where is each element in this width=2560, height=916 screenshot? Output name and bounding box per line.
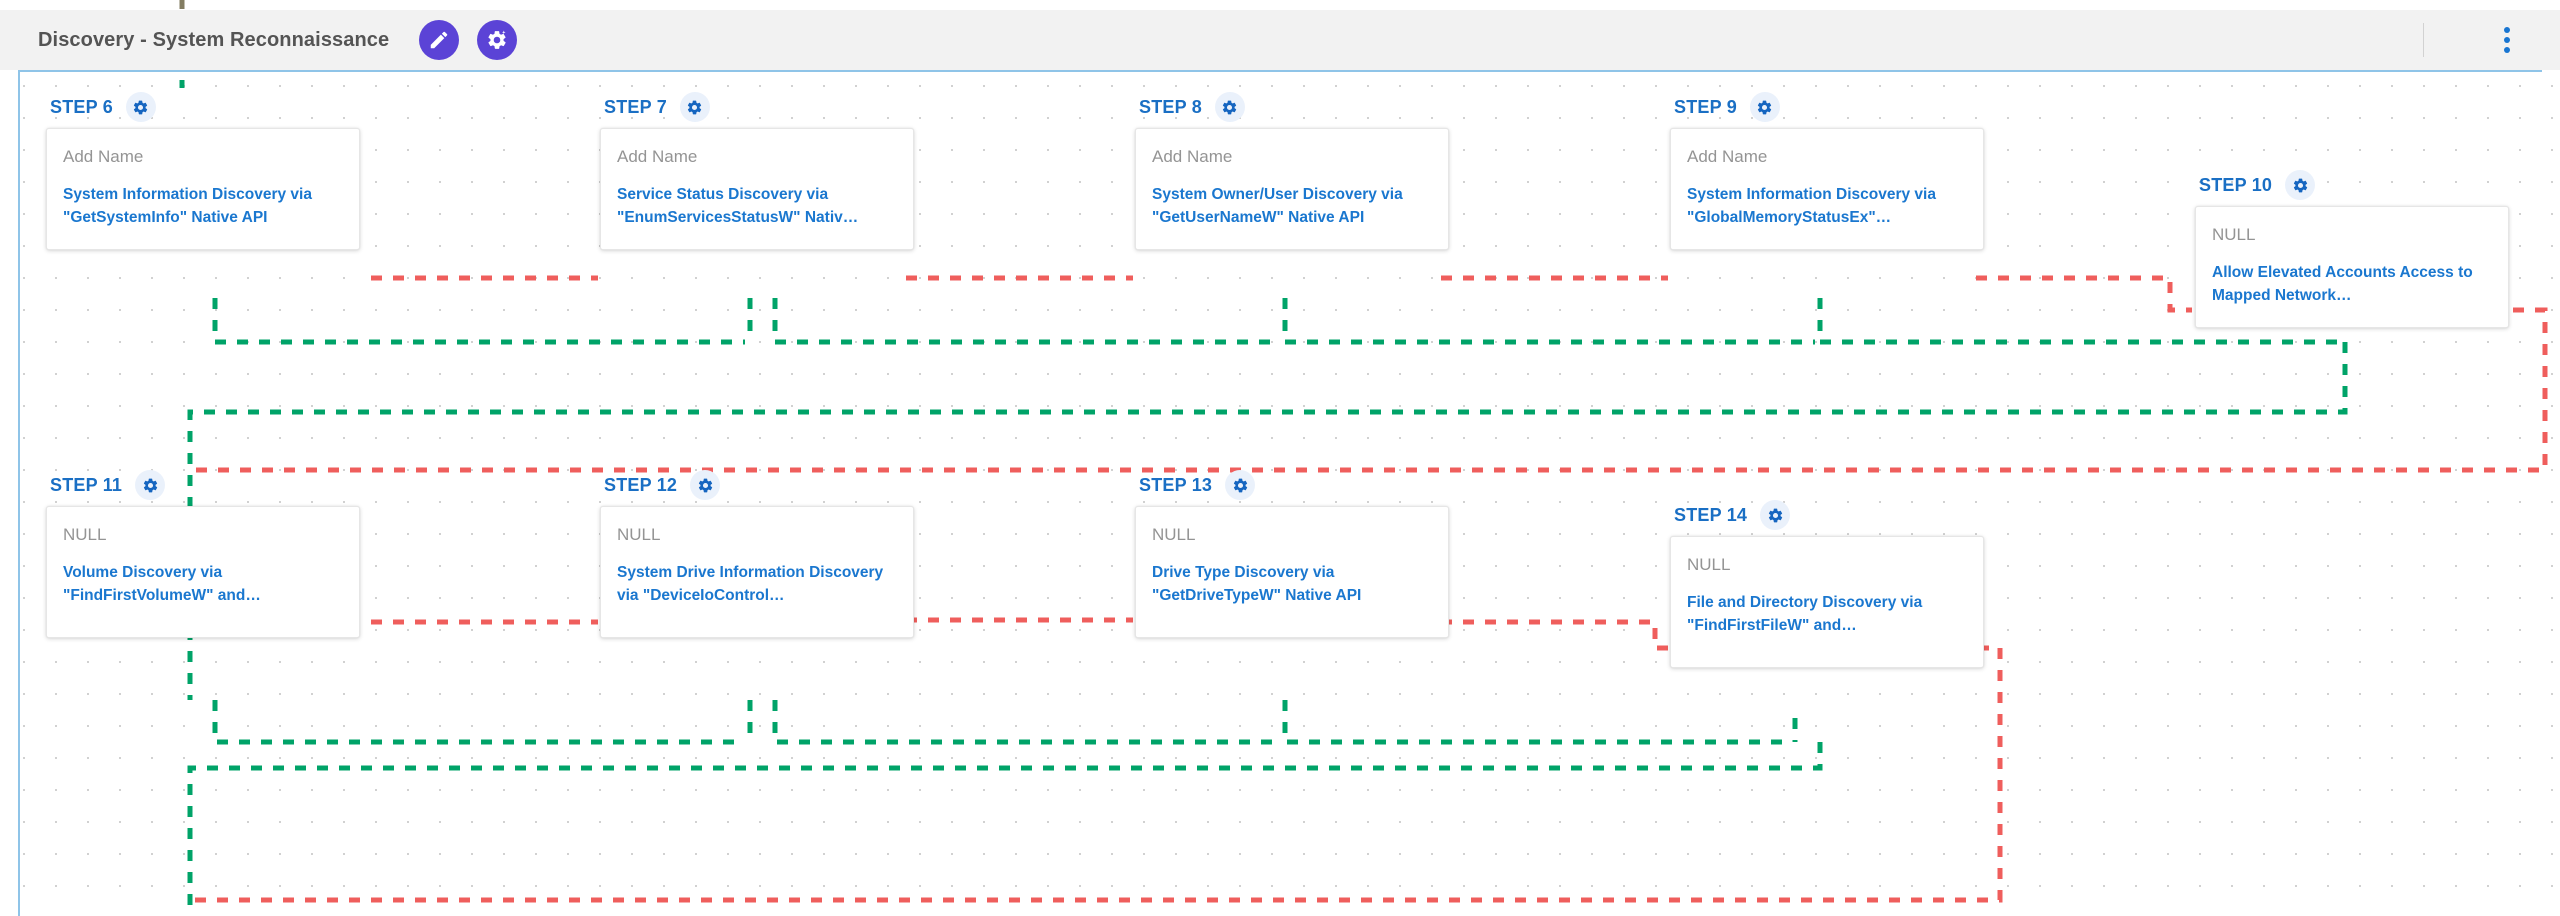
step-11-label: STEP 11 [50,474,123,495]
node-step-8[interactable]: STEP 8 Add Name System Owner/User Discov… [1135,92,1449,251]
step-6-card[interactable]: Add Name System Information Discovery vi… [46,128,360,251]
step-9-description: System Information Discovery via "Global… [1687,186,1936,226]
step-12-header: STEP 12 [600,470,914,500]
wire-ok-bus-row2 [187,742,1823,916]
step-6-settings-button[interactable] [125,92,156,122]
node-step-13[interactable]: STEP 13 NULL Drive Type Discovery via "G… [1135,470,1449,638]
step-12-card[interactable]: NULL System Drive Information Discovery … [600,506,914,638]
step-14-label: STEP 14 [1674,504,1748,525]
phase-settings-button[interactable] [477,20,518,60]
step-14-description: File and Directory Discovery via "FindFi… [1687,594,1923,634]
step-13-description: Drive Type Discovery via "GetDriveTypeW"… [1152,564,1362,604]
wire-ok-12 [772,700,1280,745]
step-10-card[interactable]: NULL Allow Elevated Accounts Access to M… [2195,206,2509,329]
node-step-10[interactable]: STEP 10 NULL Allow Elevated Accounts Acc… [2195,170,2509,329]
step-10-description: Allow Elevated Accounts Access to Mapped… [2212,264,2473,304]
step-8-label: STEP 8 [1139,96,1202,117]
step-13-header: STEP 13 [1135,470,1449,500]
step-12-name-field[interactable]: NULL [617,525,661,544]
gear-icon [132,99,149,116]
step-8-description: System Owner/User Discovery via "GetUser… [1152,186,1403,226]
step-6-description: System Information Discovery via "GetSys… [63,186,312,226]
step-13-label: STEP 13 [1139,474,1213,495]
gear-icon [1221,99,1238,116]
wire-ok-8 [1282,298,1815,345]
step-12-settings-button[interactable] [690,470,721,500]
step-11-header: STEP 11 [46,470,360,500]
wire-ok-7 [772,298,1280,345]
step-11-name-field[interactable]: NULL [63,525,107,544]
step-7-name-field[interactable]: Add Name [617,147,698,166]
step-9-name-field[interactable]: Add Name [1687,147,1768,166]
step-12-label: STEP 12 [604,474,678,495]
header-divider [2423,23,2424,57]
node-step-9[interactable]: STEP 9 Add Name System Information Disco… [1670,92,1984,251]
wire-ok-11 [212,700,745,745]
gear-icon [1767,507,1784,524]
step-10-name-field[interactable]: NULL [2212,225,2256,244]
step-8-card[interactable]: Add Name System Owner/User Discovery via… [1135,128,1449,251]
gear-icon [686,99,703,116]
step-9-settings-button[interactable] [1749,92,1780,122]
wire-fail-10-bus [190,307,2548,473]
step-10-label: STEP 10 [2199,174,2273,195]
step-14-header: STEP 14 [1670,500,1984,530]
step-12-description: System Drive Information Discovery via "… [617,564,884,604]
step-10-settings-button[interactable] [2285,170,2316,200]
step-7-header: STEP 7 [600,92,914,122]
wire-ok-13 [1282,700,1790,745]
step-14-settings-button[interactable] [1760,500,1791,530]
wire-fail-9-10 [1976,275,2192,313]
step-13-card[interactable]: NULL Drive Type Discovery via "GetDriveT… [1135,506,1449,638]
step-8-settings-button[interactable] [1214,92,1245,122]
step-6-header: STEP 6 [46,92,360,122]
step-9-header: STEP 9 [1670,92,1984,122]
step-8-name-field[interactable]: Add Name [1152,147,1233,166]
step-11-card[interactable]: NULL Volume Discovery via "FindFirstVolu… [46,506,360,638]
node-step-7[interactable]: STEP 7 Add Name Service Status Discovery… [600,92,914,251]
edit-phase-button[interactable] [419,20,460,60]
wire-ok-6 [212,298,745,345]
phase-overflow-menu-button[interactable] [2490,20,2524,60]
vertical-dots-icon [2504,27,2510,53]
phase-header: Discovery - System Reconnaissance [0,10,2560,70]
pencil-icon [428,29,450,51]
node-step-6[interactable]: STEP 6 Add Name System Information Disco… [46,92,360,251]
node-step-14[interactable]: STEP 14 NULL File and Directory Discover… [1670,500,1984,668]
gear-icon [1232,477,1249,494]
magic-gear-icon [486,29,508,51]
step-7-label: STEP 7 [604,96,667,117]
gear-icon [2292,177,2309,194]
step-6-label: STEP 6 [50,96,113,117]
node-step-12[interactable]: STEP 12 NULL System Drive Information Di… [600,470,914,638]
wire-fail-13-14 [1441,619,1672,651]
step-13-settings-button[interactable] [1225,470,1256,500]
gear-icon [142,477,159,494]
step-11-description: Volume Discovery via "FindFirstVolumeW" … [63,564,261,604]
step-14-name-field[interactable]: NULL [1687,555,1731,574]
step-8-header: STEP 8 [1135,92,1449,122]
step-7-settings-button[interactable] [679,92,710,122]
step-9-card[interactable]: Add Name System Information Discovery vi… [1670,128,1984,251]
step-11-settings-button[interactable] [135,470,166,500]
page-title: Discovery - System Reconnaissance [38,28,390,51]
step-6-name-field[interactable]: Add Name [63,147,144,166]
gear-icon [697,477,714,494]
step-10-header: STEP 10 [2195,170,2509,200]
step-14-card[interactable]: NULL File and Directory Discovery via "F… [1670,536,1984,668]
gear-icon [1756,99,1773,116]
wire-fail-14-bus [190,645,2003,903]
step-9-label: STEP 9 [1674,96,1737,117]
step-7-card[interactable]: Add Name Service Status Discovery via "E… [600,128,914,251]
step-13-name-field[interactable]: NULL [1152,525,1196,544]
node-step-11[interactable]: STEP 11 NULL Volume Discovery via "FindF… [46,470,360,638]
step-7-description: Service Status Discovery via "EnumServic… [617,186,859,226]
